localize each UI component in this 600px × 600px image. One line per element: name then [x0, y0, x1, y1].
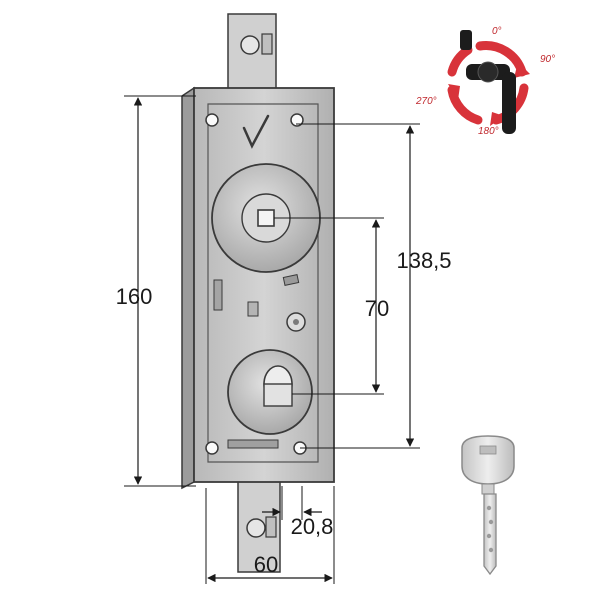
screw-hole-top-left [205, 113, 219, 127]
dimension-label-20-8: 20,8 [291, 514, 334, 539]
rotation-arrow-arc [447, 45, 473, 77]
dimension-label-60: 60 [254, 552, 278, 577]
bottom-bracket [237, 479, 281, 573]
key-blade [483, 493, 497, 576]
lever-left [213, 279, 223, 311]
rotation-diagram: 0° 90° 180° 270° [415, 26, 555, 137]
dimension-label-70: 70 [365, 296, 389, 321]
top-bracket-pin [240, 35, 260, 55]
rotation-label-0: 0° [492, 26, 502, 37]
rotation-label-270: 270° [415, 96, 437, 107]
bottom-bracket-pin [246, 518, 266, 538]
dimension-spindle-to-bottom: 138,5 [296, 123, 452, 449]
screw-hole-bottom-left [205, 441, 219, 455]
handle-lever-icon [502, 72, 516, 134]
key-icon [461, 435, 515, 576]
dimension-width: 60 [205, 486, 335, 584]
key-bow [461, 435, 515, 485]
rotation-label-180: 180° [478, 126, 499, 137]
rotation-label-90: 90° [540, 54, 555, 65]
dimension-height-total: 160 [116, 95, 196, 487]
screw-hole-top-right [290, 113, 304, 127]
dimension-label-138-5: 138,5 [396, 248, 451, 273]
brand-checkmark-icon [242, 114, 270, 149]
lock-body [181, 86, 335, 490]
dimension-backset: 20,8 [262, 486, 333, 539]
top-bracket-stud [261, 33, 273, 55]
square-spindle-hole [257, 209, 275, 227]
bottom-bracket-stud [265, 516, 277, 538]
handle-top-grip [460, 30, 472, 50]
dimension-label-160: 160 [116, 284, 153, 309]
dimension-spindle-to-cylinder: 70 [274, 217, 389, 395]
rotation-arrow-arc [447, 85, 483, 125]
